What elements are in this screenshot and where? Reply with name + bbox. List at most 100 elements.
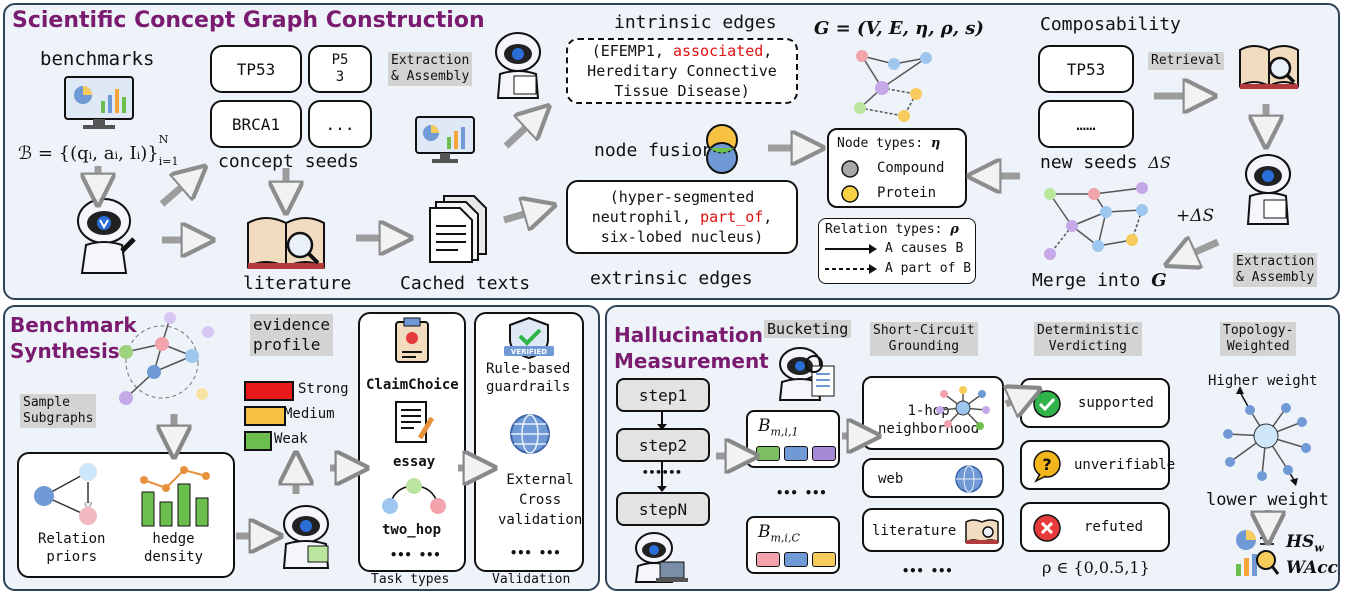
hallucination-title: Hallucination Measurement xyxy=(614,323,769,373)
task-essay: essay xyxy=(393,454,436,470)
relation-types-symbol: ρ xyxy=(950,222,959,237)
verdict-refuted-box: refuted xyxy=(1020,502,1170,552)
node-types-label: Node types: xyxy=(837,136,931,151)
lower-weight-label: lower weight xyxy=(1206,490,1329,510)
seed-tp53: TP53 xyxy=(210,45,302,93)
step2-box: step2 xyxy=(616,428,710,462)
small-graph-icon xyxy=(854,50,932,122)
retrieval-tag: Retrieval xyxy=(1148,52,1225,70)
sample-subgraphs-tag: Sample Subgraphs xyxy=(20,394,97,428)
task-claimchoice: ClaimChoice xyxy=(366,377,459,393)
source-ellipsis: ••• ••• xyxy=(902,564,953,578)
rho-values: ρ ∈ {0,0.5,1} xyxy=(1042,558,1150,577)
bucketing-tag: Bucketing xyxy=(764,320,852,338)
benchmarks-label: benchmarks xyxy=(40,48,155,70)
comp-seed-tp53: TP53 xyxy=(1038,45,1134,93)
extrinsic-edges-label: extrinsic edges xyxy=(590,268,753,289)
weak-label: Weak xyxy=(274,431,308,447)
chip-blue-2 xyxy=(784,552,808,567)
stepn-box: stepN xyxy=(616,492,710,526)
literature-book-icon xyxy=(247,217,325,269)
medium-label: Medium xyxy=(284,406,335,422)
weak-bar xyxy=(244,431,272,451)
task-two-hop: two_hop xyxy=(382,522,442,538)
intrinsic-edges-label: intrinsic edges xyxy=(614,12,777,33)
node-types-symbol: η xyxy=(930,136,941,151)
source-1hop-box: 1-hop neighborhood xyxy=(862,376,1004,450)
globe-icon-2 xyxy=(955,465,983,493)
extraction-assembly-tag-2: Extraction & Assembly xyxy=(1233,253,1318,287)
node-types-box: Node types: η Compound Protein xyxy=(827,128,967,208)
verdict-refuted: refuted xyxy=(1084,519,1144,535)
verified-text: VERIFIED xyxy=(511,348,547,356)
claim-clipboard-icon xyxy=(395,317,429,363)
bucket-c-subscript: m,i,C xyxy=(770,531,800,545)
essay-icon xyxy=(395,401,435,443)
seed-ellipsis: ... xyxy=(308,100,372,148)
new-seeds-label: new seeds ΔS xyxy=(1040,152,1171,173)
deterministic-tag: Deterministic Verdicting xyxy=(1034,322,1142,356)
composability-label: Composability xyxy=(1040,14,1181,35)
relation-types-box: Relation types: ρ A causes B A part of B xyxy=(818,218,976,284)
book-magnifier-icon xyxy=(1239,45,1299,89)
literature-label: literature xyxy=(243,273,352,294)
comp-seed-ellipsis: …… xyxy=(1038,100,1134,148)
source-literature-label: literature xyxy=(872,523,957,539)
chip-blue xyxy=(784,446,808,461)
higher-weight-label: Higher weight xyxy=(1208,373,1318,389)
graph-definition: G = (V, E, η, ρ, s) xyxy=(814,18,984,39)
verdict-unverifiable: unverifiable xyxy=(1074,457,1176,473)
bucket-ellipsis: ••• ••• xyxy=(776,486,827,500)
short-circuit-tag: Short-Circuit Grounding xyxy=(870,322,978,356)
merged-graph-icon xyxy=(1044,182,1148,260)
svg-text:?: ? xyxy=(1042,455,1051,474)
source-web-box: web xyxy=(862,458,1004,498)
relation-priors-icon xyxy=(34,463,97,525)
bottom-left-arrows xyxy=(0,414,600,594)
bucket-1-subscript: m,i,1 xyxy=(770,425,799,439)
seed-brca1: BRCA1 xyxy=(210,100,302,148)
verdict-supported: supported xyxy=(1078,395,1154,411)
medium-bar xyxy=(244,406,286,426)
validation-label: Validation xyxy=(492,572,571,587)
node-fusion-icon xyxy=(706,124,738,174)
concept-seeds-label: concept seeds xyxy=(218,151,359,172)
evidence-profile-tag: evidence profile xyxy=(250,314,334,356)
robot-writing-icon xyxy=(495,32,541,99)
benchmark-synthesis-title: Benchmark Synthesis xyxy=(10,313,137,363)
two-hop-icon xyxy=(382,478,446,514)
node-type-compound: Compound xyxy=(877,160,945,176)
network-hub-icon xyxy=(936,386,990,430)
source-web-label: web xyxy=(878,471,904,487)
node-type-protein: Protein xyxy=(877,185,937,201)
bucket-1-box: Bm,i,1 xyxy=(746,410,840,468)
top-panel-arrows xyxy=(0,0,1345,300)
task-ellipsis: ••• ••• xyxy=(390,548,441,562)
topology-hub-icon xyxy=(1223,386,1311,486)
bucket-1-symbol: B xyxy=(758,416,771,436)
merge-into-g-label: Merge into G xyxy=(1032,270,1167,291)
documents-icon xyxy=(429,195,487,263)
robot-writing-icon-2 xyxy=(1245,154,1291,225)
validation-ellipsis: ••• ••• xyxy=(510,546,561,560)
topology-tag: Topology- Weighted xyxy=(1220,322,1297,356)
globe-icon xyxy=(510,414,550,454)
protein-dot xyxy=(841,185,859,203)
monitor-chart-icon-2 xyxy=(415,116,475,163)
chip-purple xyxy=(812,446,836,461)
plus-delta-s: +ΔS xyxy=(1176,206,1215,226)
chip-pink xyxy=(756,552,780,567)
robot-pointing-icon xyxy=(77,198,136,274)
chip-yellow xyxy=(812,552,836,567)
monitor-chart-icon xyxy=(64,76,134,129)
solid-arrow-legend xyxy=(825,244,877,254)
dashed-arrow-legend xyxy=(825,264,877,274)
sample-subgraph-icon xyxy=(119,312,214,405)
robot-checklist-icon xyxy=(778,347,835,401)
relation-causes: A causes B xyxy=(885,241,964,256)
extraction-assembly-tag: Extraction & Assembly xyxy=(388,52,473,86)
verdict-unverifiable-box: ? unverifiable xyxy=(1020,440,1175,490)
rule-based-guardrails: Rule-based guardrails xyxy=(486,361,571,395)
compound-dot xyxy=(841,160,859,178)
relation-part-of: A part of B xyxy=(885,261,972,276)
